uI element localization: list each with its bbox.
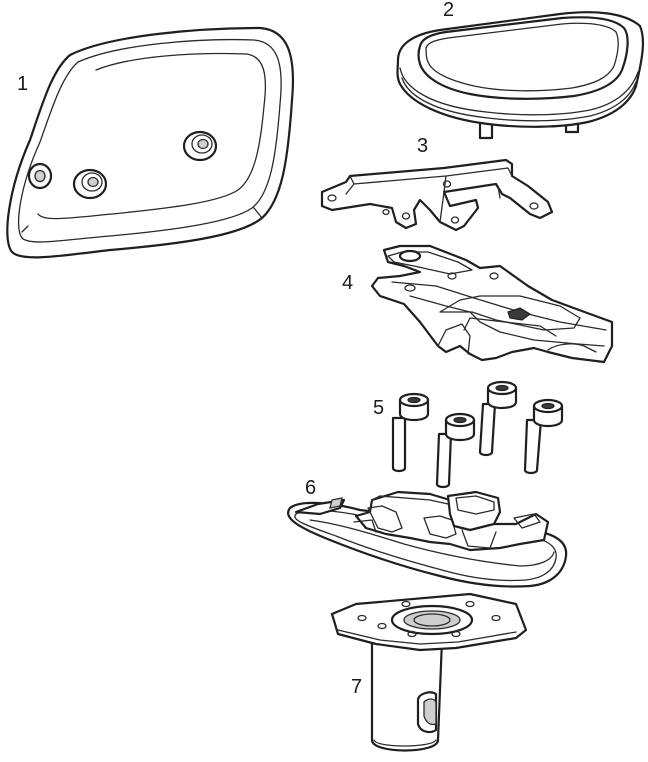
boss-left (27, 162, 53, 190)
label-part-1: 1 (17, 73, 29, 95)
screw-2 (435, 412, 476, 489)
label-part-6: 6 (305, 477, 317, 499)
label-part-5: 5 (373, 397, 385, 419)
part-3-bracket (320, 158, 554, 232)
label-part-3: 3 (417, 135, 429, 157)
label-part-4: 4 (342, 272, 354, 294)
label-part-2: 2 (443, 0, 455, 21)
boss-bottom (72, 168, 108, 200)
part-1-backrest-shell (6, 26, 294, 259)
boss-right (182, 130, 218, 162)
part-7-post (330, 592, 528, 752)
part-5-screws (391, 380, 564, 489)
part-2-cushion (396, 11, 645, 140)
screw-3 (478, 380, 518, 457)
part-6-base (287, 490, 568, 588)
part-4-housing (370, 244, 614, 364)
screw-1 (391, 392, 430, 473)
screw-4 (523, 398, 564, 475)
label-part-7: 7 (351, 676, 363, 698)
